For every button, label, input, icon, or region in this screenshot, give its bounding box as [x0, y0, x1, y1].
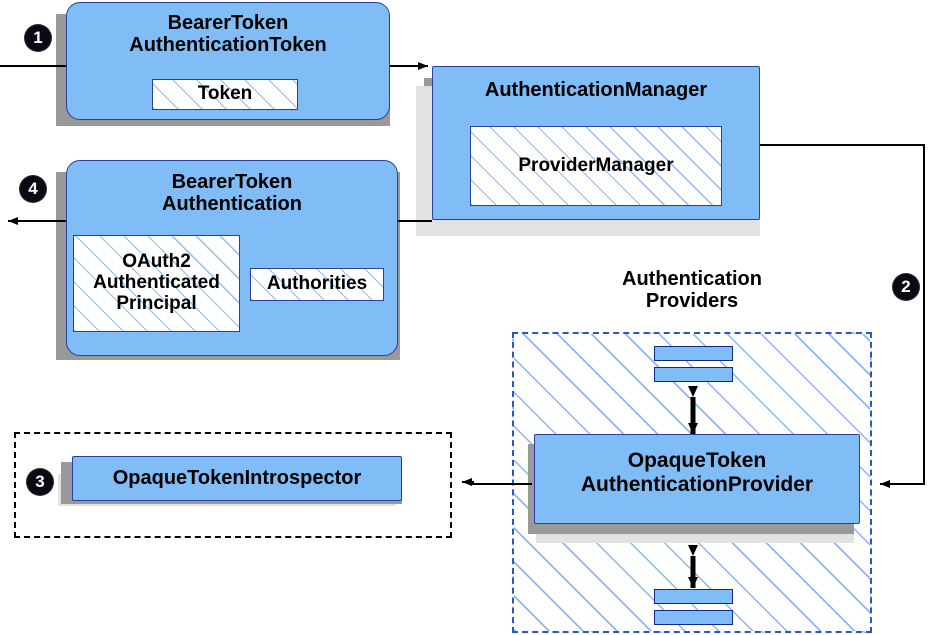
bearer-token-authentication-token-title: BearerToken AuthenticationToken — [129, 12, 327, 57]
provider-stack-bar-bottom-2 — [654, 610, 733, 625]
node-opaque-token-authentication-provider[interactable]: OpaqueToken AuthenticationProvider — [534, 434, 860, 524]
node-opaque-token-introspector[interactable]: OpaqueTokenIntrospector — [72, 456, 402, 501]
authorities-field[interactable]: Authorities — [250, 268, 384, 301]
oauth2-authenticated-principal-field[interactable]: OAuth2 Authenticated Principal — [73, 235, 240, 332]
step-badge-1: 1 — [25, 25, 51, 51]
introspector-group-region — [14, 432, 452, 538]
authentication-providers-label: Authentication Providers — [622, 268, 762, 313]
token-field[interactable]: Token — [152, 79, 298, 110]
opaque-token-introspector-title: OpaqueTokenIntrospector — [112, 467, 362, 489]
bearer-token-authentication-title: BearerToken Authentication — [162, 171, 302, 216]
step-badge-2: 2 — [893, 274, 919, 300]
authentication-manager-title: AuthenticationManager — [484, 79, 708, 101]
opaque-token-authentication-provider-title: OpaqueToken AuthenticationProvider — [580, 449, 814, 496]
provider-stack-bar-bottom-1 — [654, 589, 733, 604]
provider-stack-bar-top-1 — [654, 346, 733, 361]
step-badge-4: 4 — [20, 176, 46, 202]
provider-manager-field[interactable]: ProviderManager — [470, 126, 722, 206]
provider-stack-bar-top-2 — [654, 367, 733, 382]
step-badge-3: 3 — [27, 469, 53, 495]
